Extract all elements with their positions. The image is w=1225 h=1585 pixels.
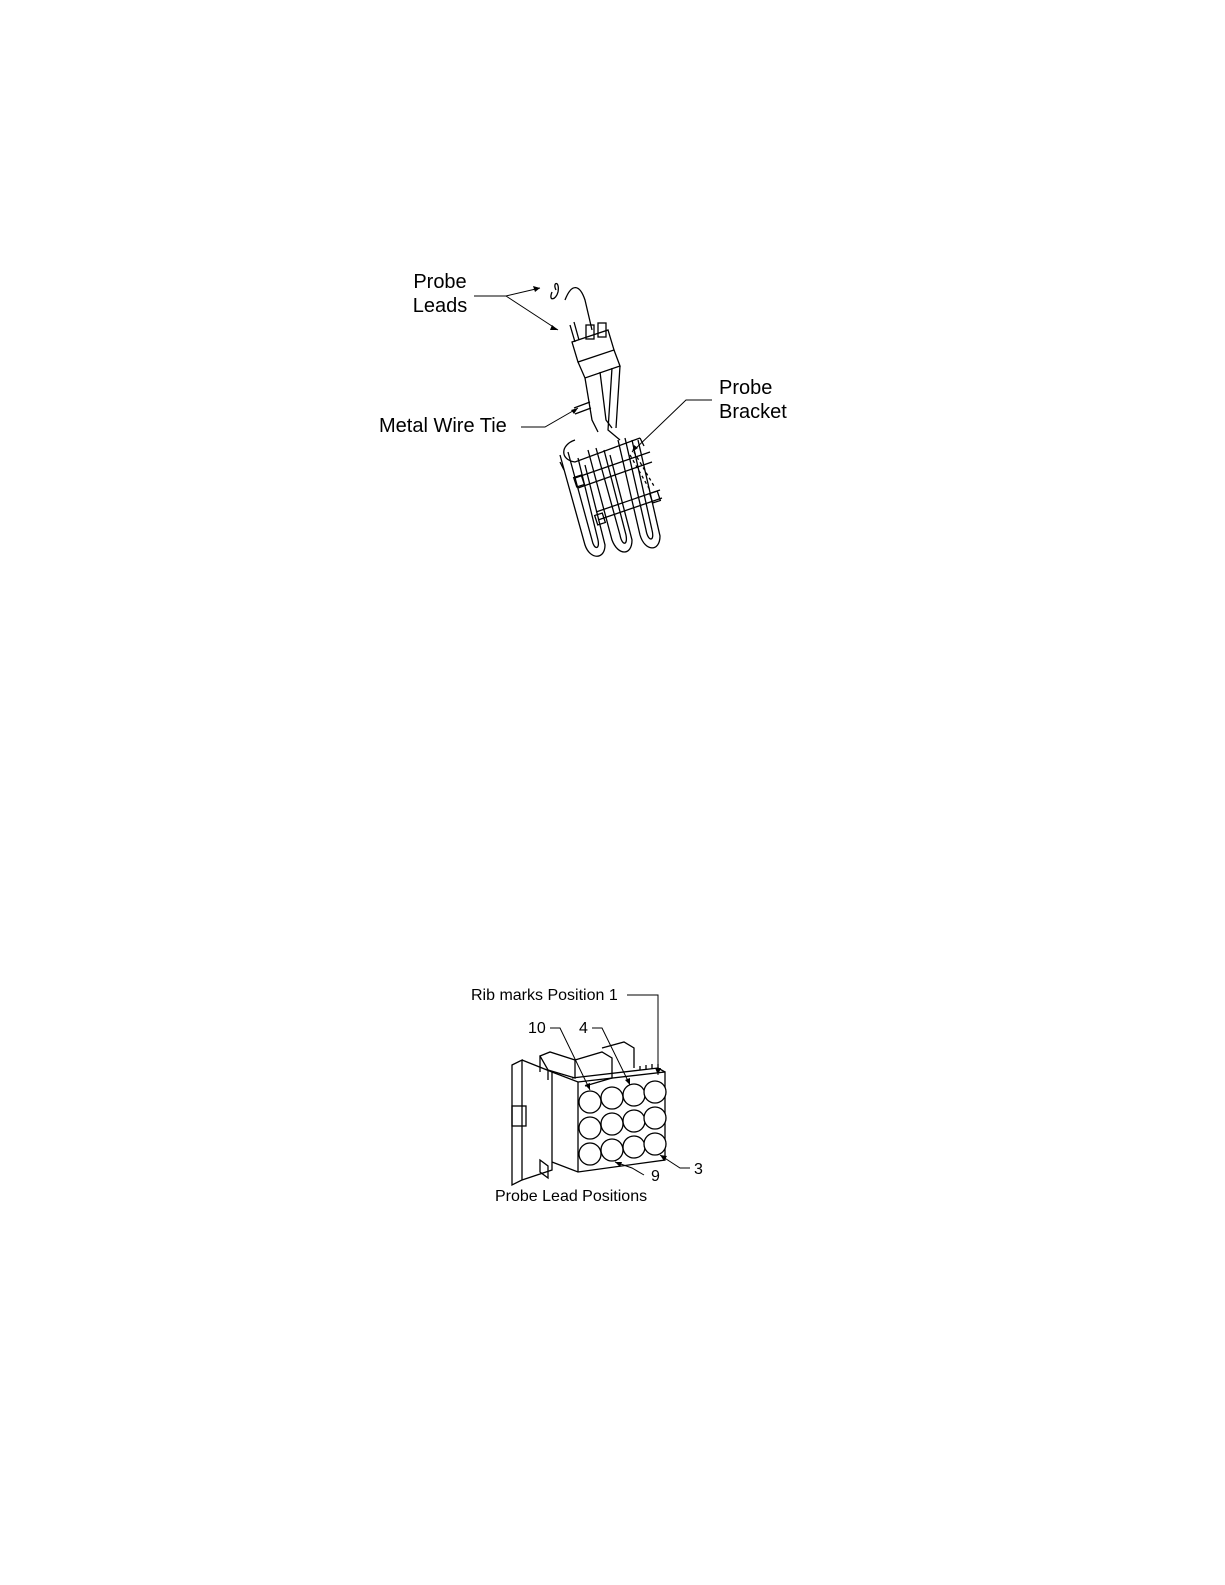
- pin-hole: [644, 1133, 666, 1155]
- label-position-4: 4: [579, 1019, 588, 1038]
- pin-hole: [644, 1081, 666, 1103]
- leader-rib-marks: [627, 995, 658, 1075]
- label-position-9: 9: [651, 1167, 660, 1186]
- pin-hole: [623, 1110, 645, 1132]
- pin-hole: [579, 1143, 601, 1165]
- pin-hole: [623, 1136, 645, 1158]
- pin-hole: [579, 1117, 601, 1139]
- pin-hole: [601, 1139, 623, 1161]
- label-position-10: 10: [528, 1019, 546, 1038]
- label-rib-marks: Rib marks Position 1: [471, 986, 618, 1005]
- caption-probe-lead-positions: Probe Lead Positions: [495, 1187, 647, 1206]
- pin-hole: [579, 1091, 601, 1113]
- pin-hole: [601, 1087, 623, 1109]
- pin-hole: [623, 1084, 645, 1106]
- pin-hole: [601, 1113, 623, 1135]
- label-position-3: 3: [694, 1160, 703, 1179]
- pin-hole: [644, 1107, 666, 1129]
